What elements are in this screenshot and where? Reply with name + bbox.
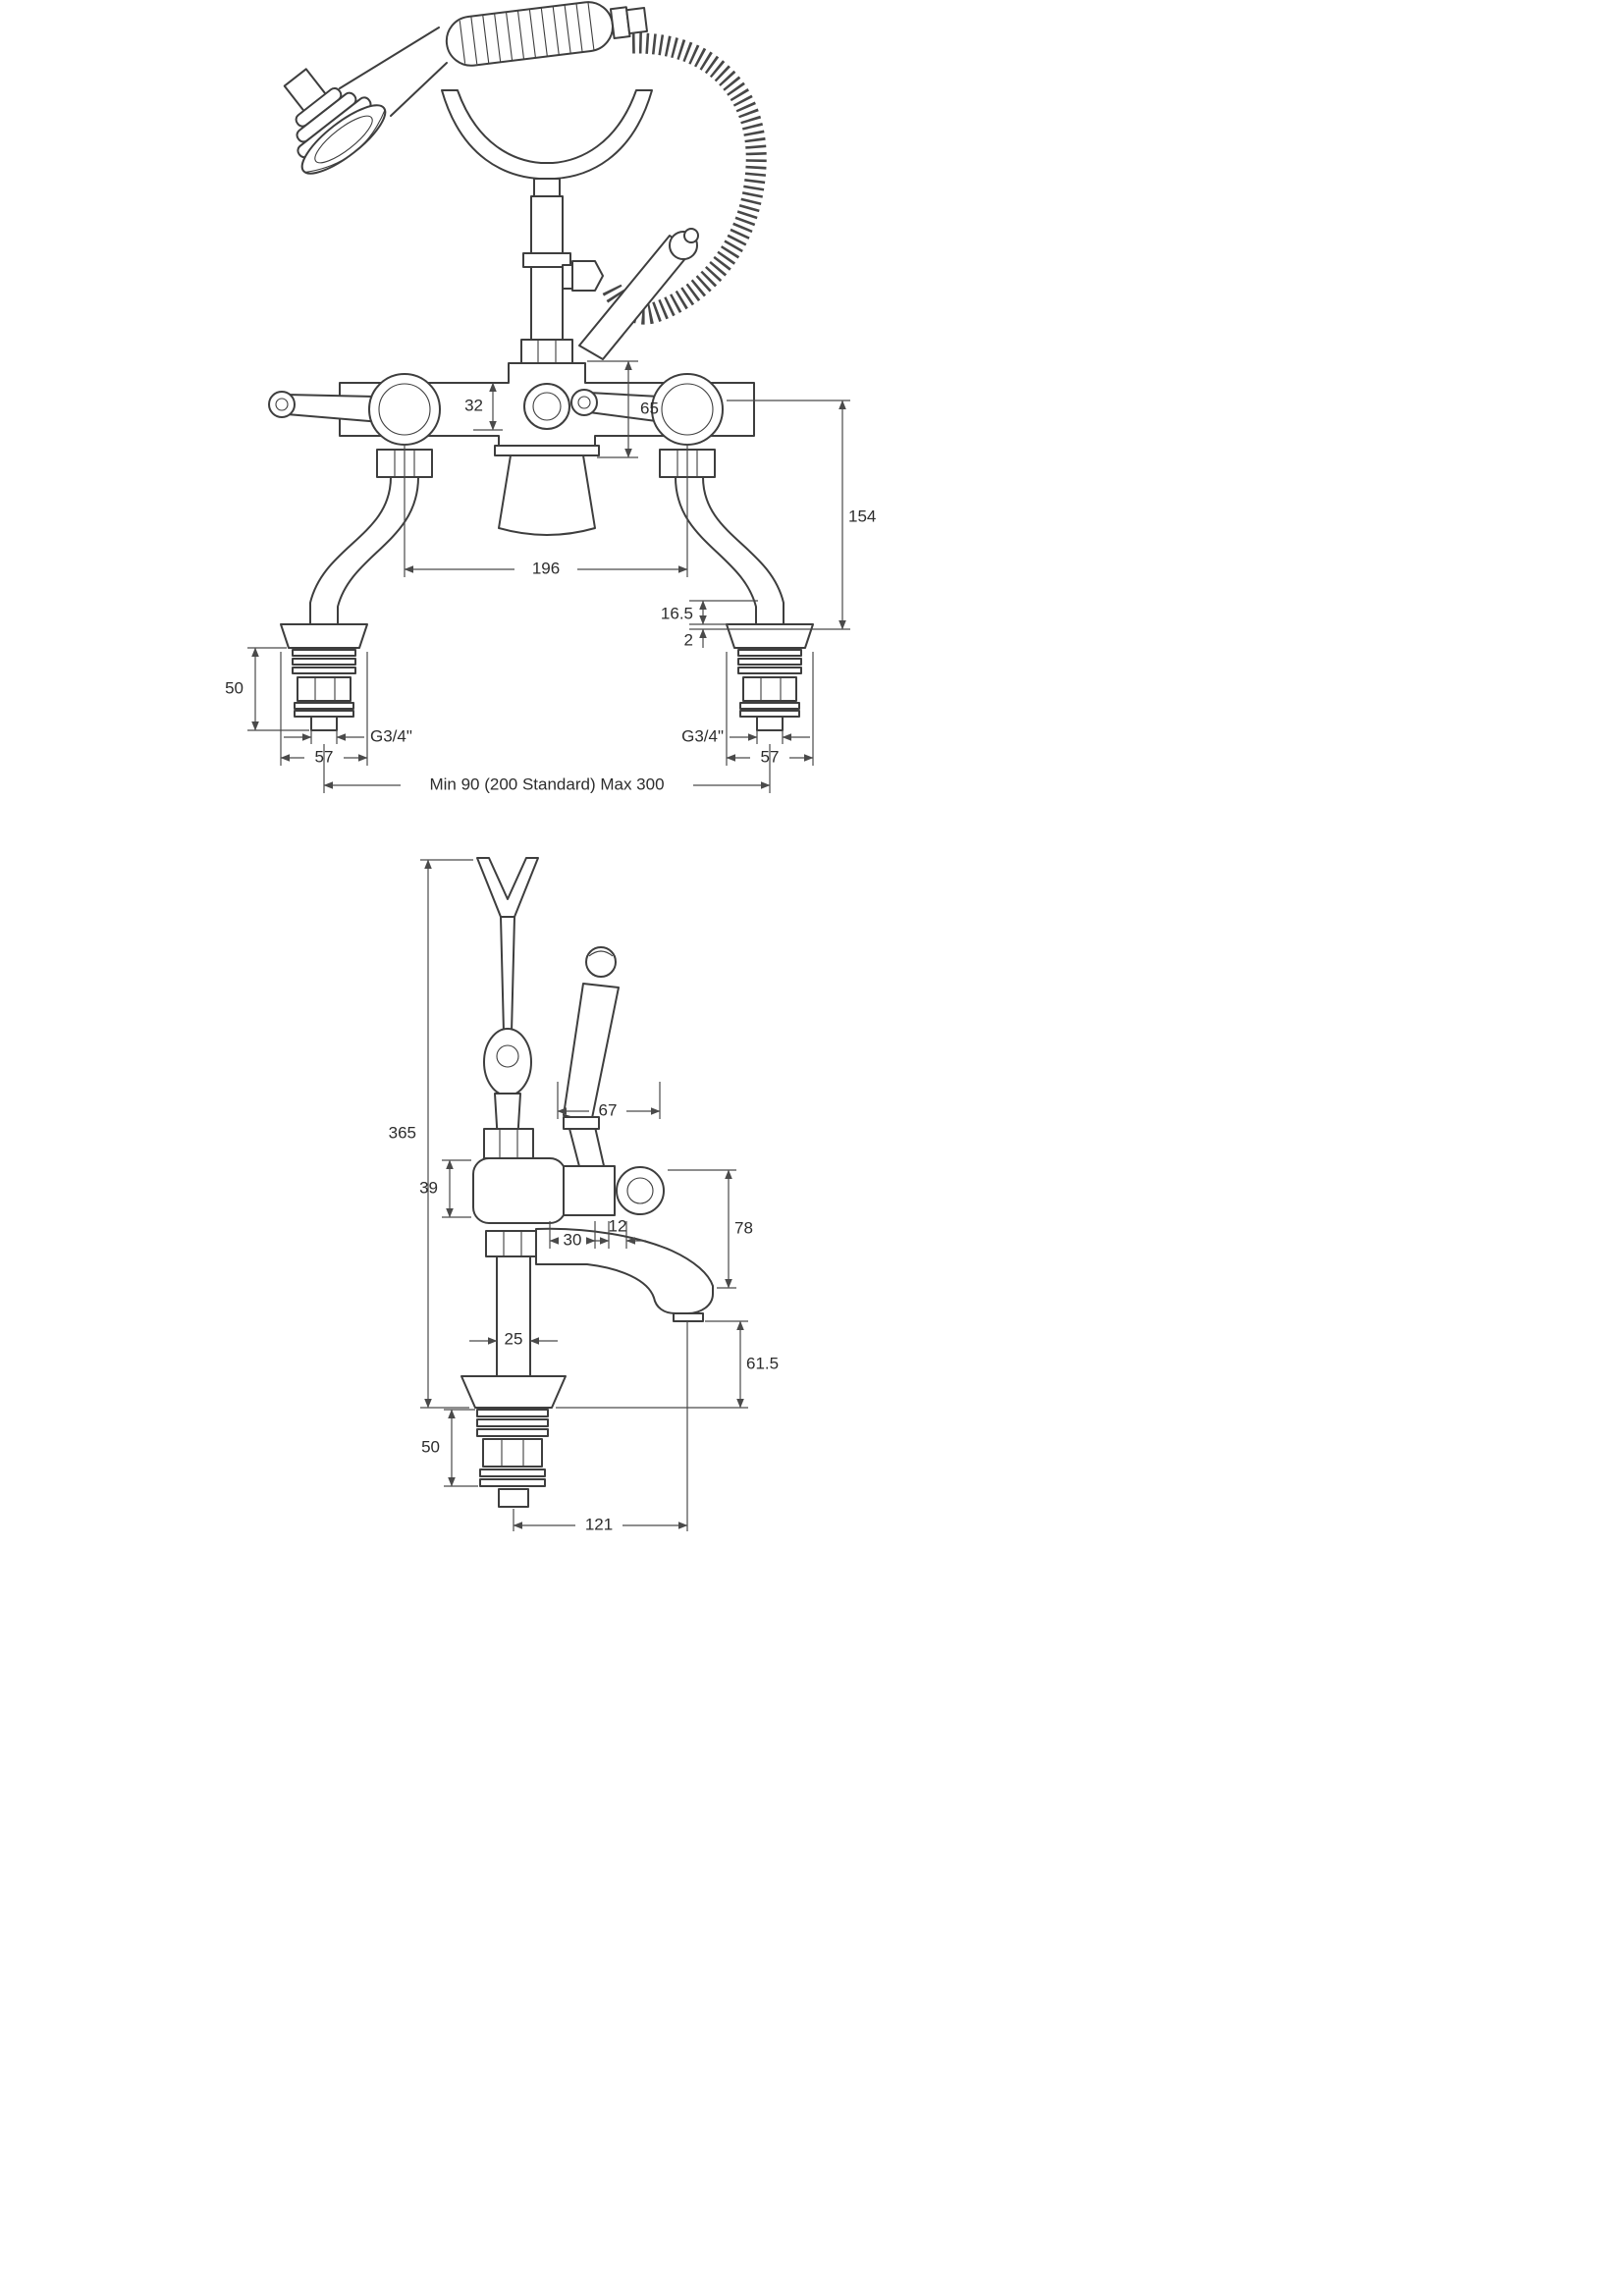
spout-outlet [673, 1312, 704, 1322]
cradle-side [476, 857, 539, 1159]
dim-span-label: Min 90 (200 Standard) Max 300 [429, 774, 664, 793]
front-dimensions: 32 65 154 196 16.5 2 50 G [225, 360, 876, 793]
dim-50-side-label: 50 [421, 1437, 440, 1456]
dim-2-label: 2 [684, 630, 693, 649]
dim-196-label: 196 [532, 559, 560, 577]
left-valve [268, 373, 441, 446]
shower-hose [601, 32, 767, 325]
riser-column [520, 195, 604, 364]
dim-67-label: 67 [599, 1100, 618, 1119]
dim-30-label: 30 [564, 1230, 582, 1249]
dim-365-label: 365 [389, 1123, 416, 1142]
body-side [472, 1157, 665, 1257]
body-top-nut [483, 1128, 534, 1159]
dim-32-label: 32 [464, 396, 483, 414]
dim-25-label: 25 [505, 1329, 523, 1348]
dim-39-label: 39 [419, 1178, 438, 1197]
right-leg [675, 476, 814, 731]
dim-78-label: 78 [734, 1218, 753, 1237]
handset [283, 1, 648, 175]
dim-g34-left-label: G3/4" [370, 726, 412, 745]
spout [498, 454, 596, 536]
front-view: 32 65 154 196 16.5 2 50 G [225, 1, 876, 793]
dim-121-label: 121 [585, 1515, 613, 1533]
center-boss [523, 383, 570, 430]
handset-cradle [441, 89, 653, 197]
dim-50-front-label: 50 [225, 678, 243, 697]
dim-16-5-label: 16.5 [661, 604, 693, 622]
side-view: 365 39 67 30 12 78 [389, 857, 779, 1533]
handset-grip [445, 1, 648, 67]
dim-g34-right-label: G3/4" [681, 726, 724, 745]
column-side [460, 1255, 567, 1508]
dim-65-label: 65 [640, 399, 659, 417]
dim-12-label: 12 [609, 1216, 627, 1235]
dim-61-5-label: 61.5 [746, 1354, 779, 1372]
diverter-lever [578, 228, 699, 360]
side-dimensions: 365 39 67 30 12 78 [389, 859, 779, 1533]
dim-154-label: 154 [848, 507, 876, 525]
lever-side [563, 946, 620, 1175]
left-leg [280, 476, 419, 731]
